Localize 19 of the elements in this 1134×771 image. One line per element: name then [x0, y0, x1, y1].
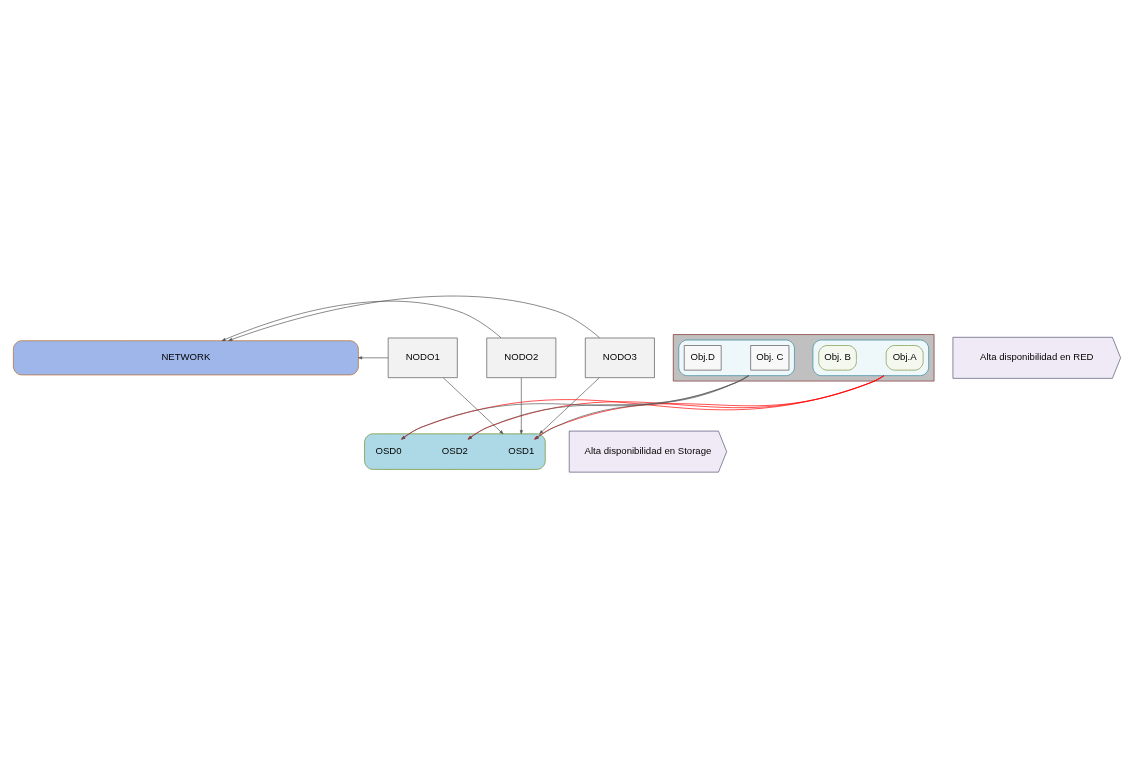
node-box: NODO2: [486, 337, 557, 378]
arrow: [228, 295, 600, 341]
cluster: [678, 339, 795, 376]
node-box: Obj.D: [683, 344, 722, 370]
cluster: [812, 339, 929, 376]
arrow: [539, 377, 600, 434]
arrow: [519, 377, 523, 434]
node-text: OSD2: [441, 444, 468, 456]
cluster: [672, 333, 935, 381]
node-text: OSD0: [375, 444, 402, 456]
node-text: OSD1: [508, 444, 535, 456]
node-box: NODO1: [387, 337, 458, 378]
arrow: [443, 377, 504, 434]
node-box: Obj. C: [750, 344, 790, 370]
arrow: [221, 300, 502, 341]
node-box: NODO3: [584, 337, 655, 378]
arrow: [358, 355, 389, 359]
node-box: Obj. B: [818, 344, 857, 370]
node-box: Obj.A: [885, 344, 924, 370]
